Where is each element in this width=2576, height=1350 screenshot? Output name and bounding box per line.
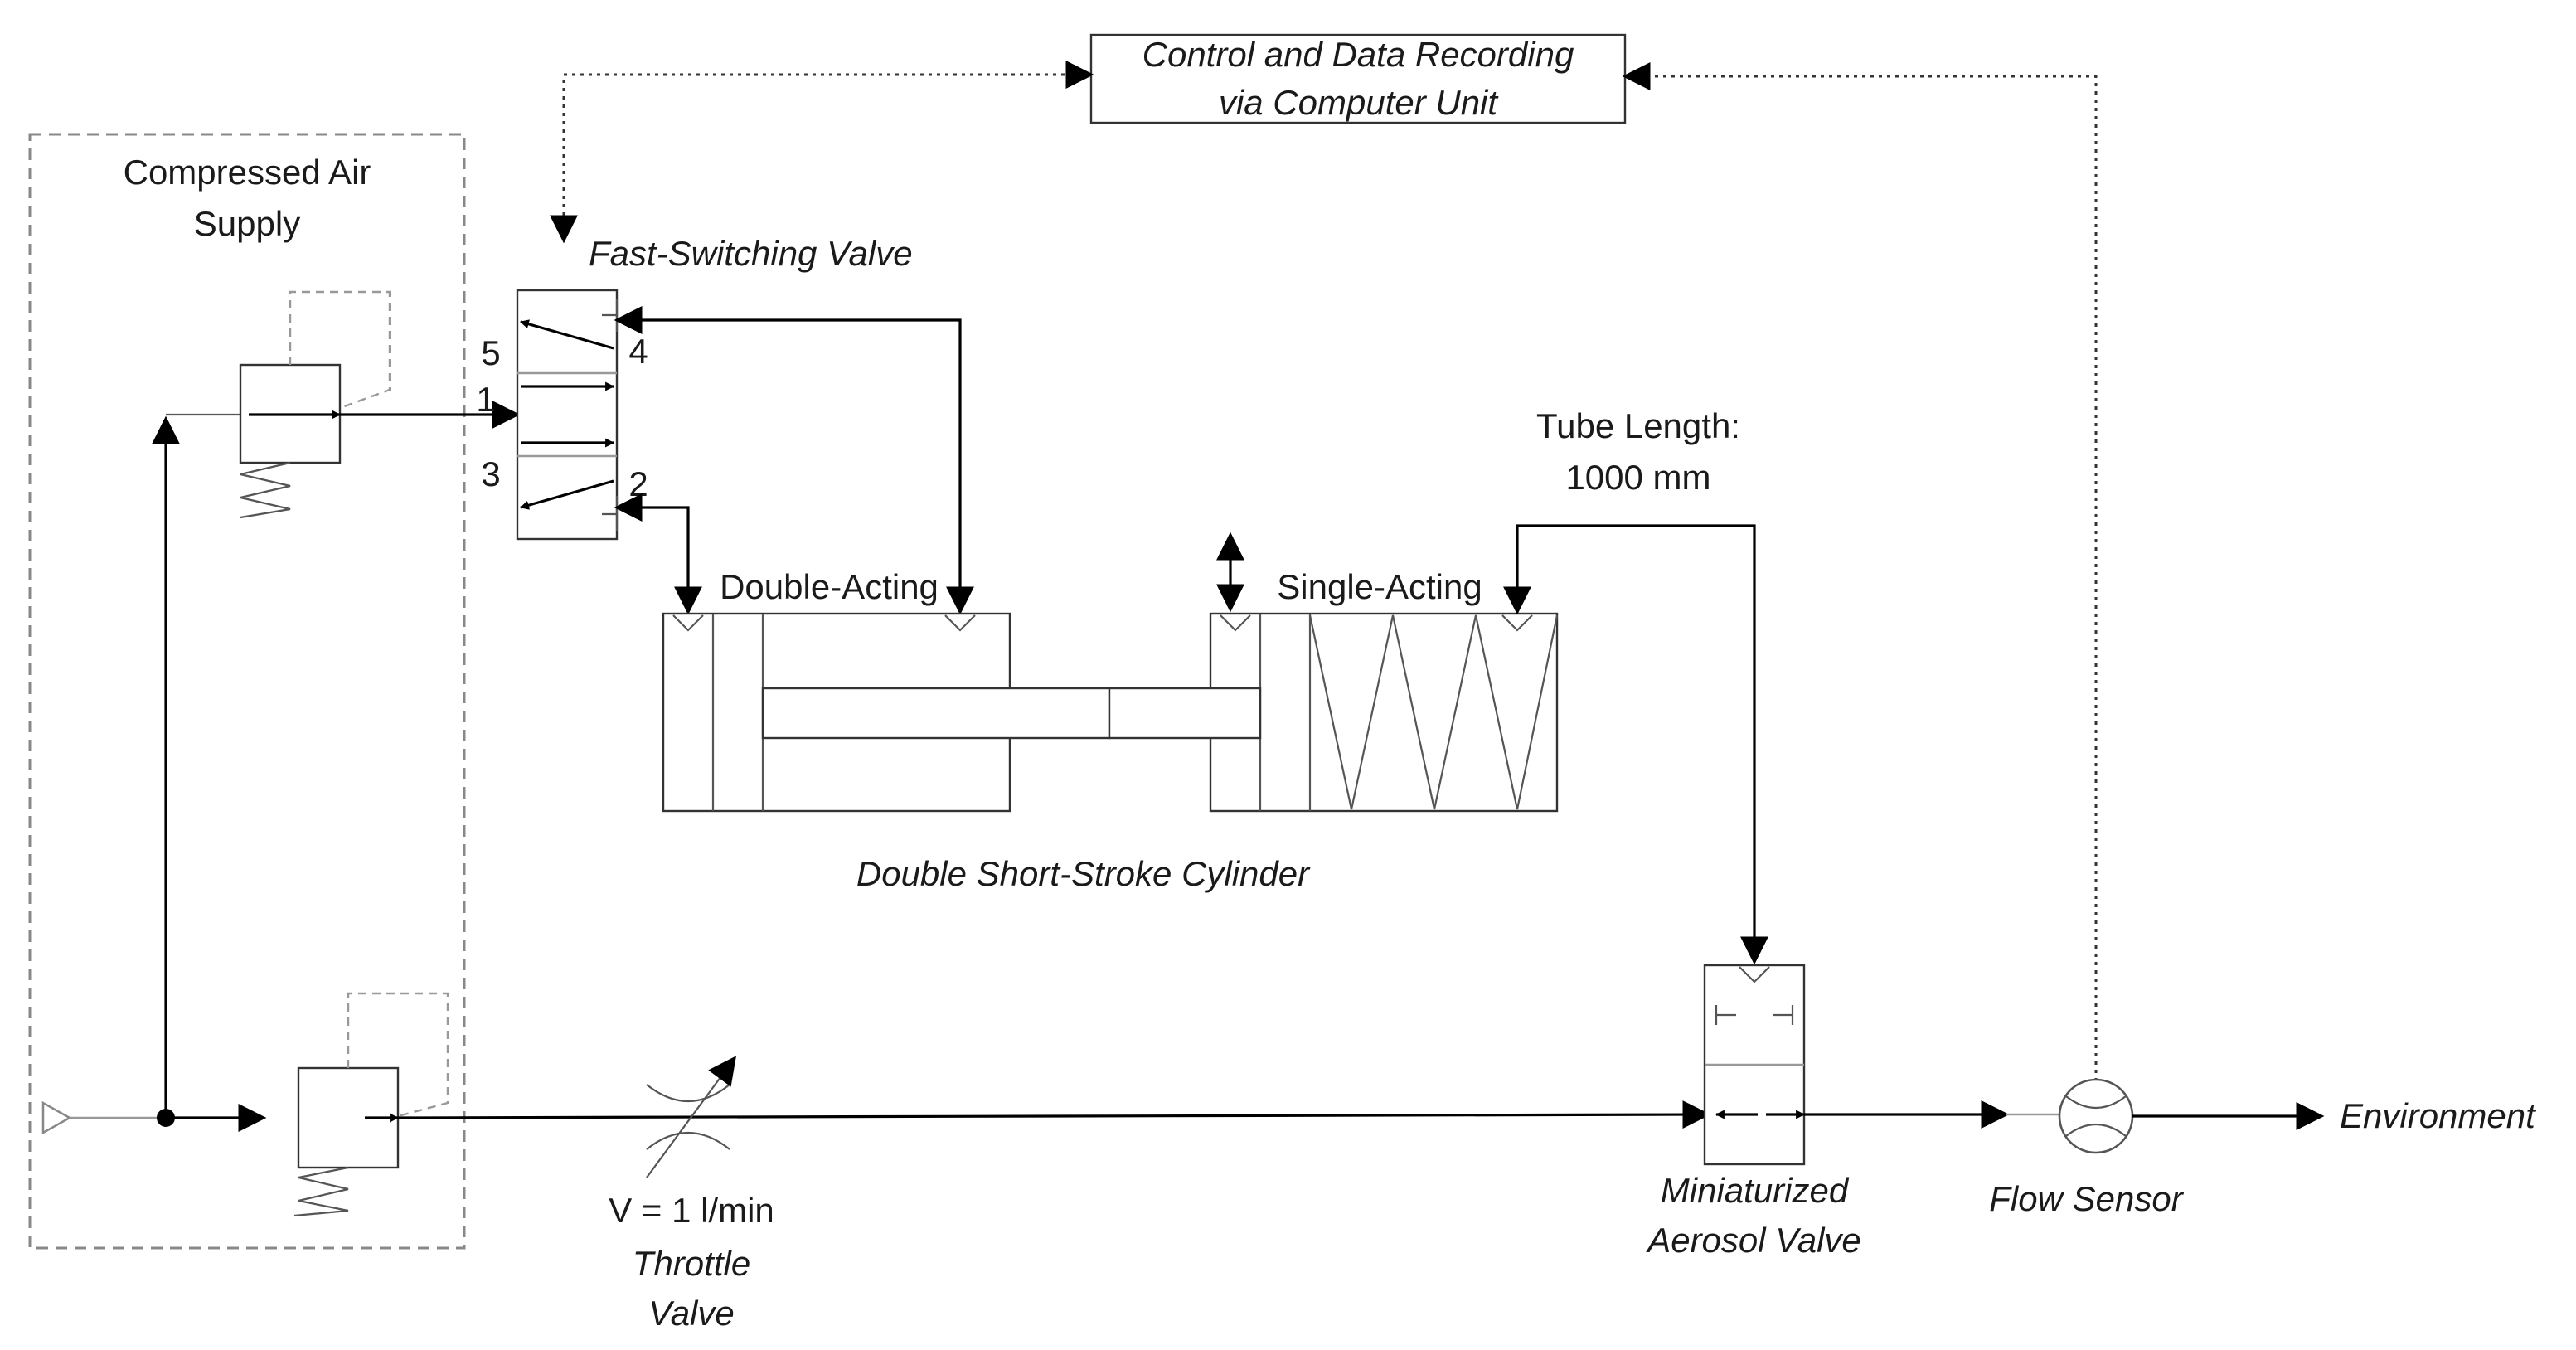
signal-line-sensor: [1622, 62, 2098, 1081]
signal-line-valve: [550, 61, 1094, 244]
port-2-label: 2: [628, 464, 648, 503]
port4-line: [614, 306, 974, 615]
main-flow-line: [397, 1100, 1711, 1129]
fast-valve-label: Fast-Switching Valve: [589, 234, 913, 273]
supply-enclosure: [28, 133, 466, 1250]
aerosol-label-line2: Aerosol Valve: [1645, 1221, 1861, 1260]
supply-label-line1: Compressed Air: [124, 153, 371, 192]
double-acting-cylinder: [662, 612, 1111, 813]
throttle-label-line2: Valve: [648, 1294, 735, 1333]
throttle-valve-symbol: [646, 1056, 737, 1178]
control-unit-box: [1089, 33, 1627, 124]
flow-sensor-symbol: [2058, 1078, 2134, 1154]
air-source-symbol: [41, 1100, 72, 1135]
tube-length-line2: 1000 mm: [1565, 458, 1710, 497]
control-label-line1: Control and Data Recording: [1142, 35, 1574, 74]
tube-line: [1503, 524, 1768, 965]
throttle-label-line1: Throttle: [633, 1244, 750, 1283]
flow-rate-label: V = 1 l/min: [609, 1191, 774, 1230]
supply-label-line2: Supply: [194, 204, 300, 243]
port-5-label: 5: [481, 333, 500, 372]
aerosol-label-line1: Miniaturized: [1661, 1171, 1850, 1210]
single-acting-label: Single-Acting: [1277, 567, 1482, 606]
port-3-label: 3: [481, 454, 500, 493]
environment-label: Environment: [2340, 1096, 2537, 1135]
single-acting-cylinder: [1108, 612, 1559, 813]
port-1-label: 1: [476, 380, 495, 419]
upper-pressure-regulator: [239, 290, 391, 519]
port2-line: [614, 493, 702, 615]
fast-switching-valve: [516, 289, 619, 541]
lower-pressure-regulator: [293, 992, 449, 1217]
cylinder-label: Double Short-Stroke Cylinder: [856, 854, 1311, 893]
flow-sensor-label: Flow Sensor: [1989, 1179, 2184, 1218]
control-label-line2: via Computer Unit: [1219, 83, 1499, 122]
aerosol-valve-symbol: [1703, 964, 1806, 1166]
port-4-label: 4: [628, 332, 648, 371]
double-acting-label: Double-Acting: [720, 567, 939, 606]
tube-length-line1: Tube Length:: [1536, 406, 1740, 445]
